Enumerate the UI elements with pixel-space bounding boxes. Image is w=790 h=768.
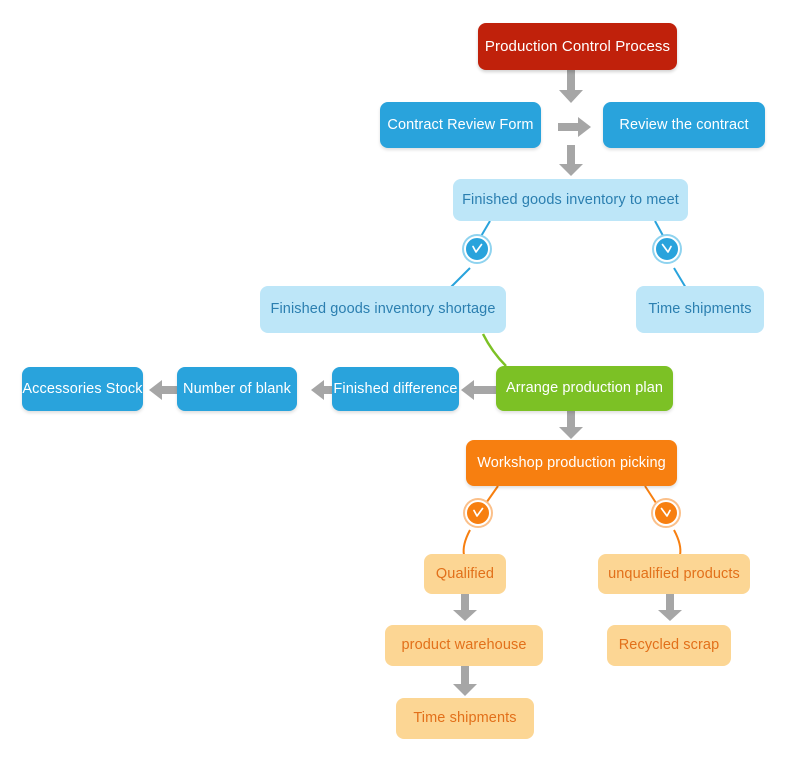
node-label: Time shipments (413, 710, 517, 727)
node-label: Production Control Process (484, 37, 671, 55)
node-label: Workshop production picking (477, 454, 666, 471)
node-workshop-production-picking[interactable]: Workshop production picking (466, 440, 677, 486)
arrow-production-plan-to-finished-difference (460, 380, 498, 400)
node-label: Contract Review Form (387, 116, 534, 133)
arrow-contract-form-to-inventory-meet (558, 145, 584, 177)
node-time-shipments-bottom[interactable]: Time shipments (396, 698, 534, 739)
node-finished-goods-inventory-shortage[interactable]: Finished goods inventory shortage (260, 286, 506, 333)
node-time-shipments-top[interactable]: Time shipments (636, 286, 764, 333)
node-label: Accessories Stock (22, 380, 143, 397)
node-label: Finished difference (333, 380, 458, 397)
node-number-of-blank[interactable]: Number of blank (177, 367, 297, 411)
arrow-unqualified-to-recycled-scrap (657, 592, 683, 622)
arrow-production-plan-to-workshop-picking (558, 408, 584, 440)
node-label: Arrange production plan (505, 380, 664, 397)
node-label: Qualified (435, 565, 495, 582)
arrow-root-to-contract-form (558, 70, 584, 104)
node-label: Finished goods inventory shortage (270, 301, 496, 318)
check-mark-icon[interactable] (464, 236, 490, 262)
node-product-warehouse[interactable]: product warehouse (385, 625, 543, 666)
node-label: Review the contract (619, 116, 749, 133)
node-finished-goods-inventory-to-meet[interactable]: Finished goods inventory to meet (453, 179, 688, 221)
arrow-finished-difference-to-number-of-blank (310, 380, 348, 400)
node-label: Finished goods inventory to meet (462, 191, 679, 208)
arrow-contract-form-to-review-contract (558, 117, 592, 137)
node-qualified[interactable]: Qualified (424, 554, 506, 594)
check-mark-icon[interactable] (465, 500, 491, 526)
node-label: Number of blank (183, 380, 291, 397)
check-mark-mirrored-icon[interactable] (654, 236, 680, 262)
check-mark-mirrored-icon[interactable] (653, 500, 679, 526)
node-contract-review-form[interactable]: Contract Review Form (380, 102, 541, 148)
node-label: Time shipments (648, 301, 752, 318)
node-recycled-scrap[interactable]: Recycled scrap (607, 625, 731, 666)
node-label: Recycled scrap (618, 637, 720, 654)
node-arrange-production-plan[interactable]: Arrange production plan (496, 366, 673, 411)
node-label: product warehouse (401, 637, 527, 654)
arrow-qualified-to-product-warehouse (452, 592, 478, 622)
node-unqualified-products[interactable]: unqualified products (598, 554, 750, 594)
node-review-the-contract[interactable]: Review the contract (603, 102, 765, 148)
node-finished-difference[interactable]: Finished difference (332, 367, 459, 411)
arrow-product-warehouse-to-time-shipments (452, 665, 478, 697)
node-accessories-stock[interactable]: Accessories Stock (22, 367, 143, 411)
node-label: unqualified products (608, 565, 740, 582)
arrow-number-of-blank-to-accessories-stock (148, 380, 186, 400)
node-production-control-process[interactable]: Production Control Process (478, 23, 677, 70)
